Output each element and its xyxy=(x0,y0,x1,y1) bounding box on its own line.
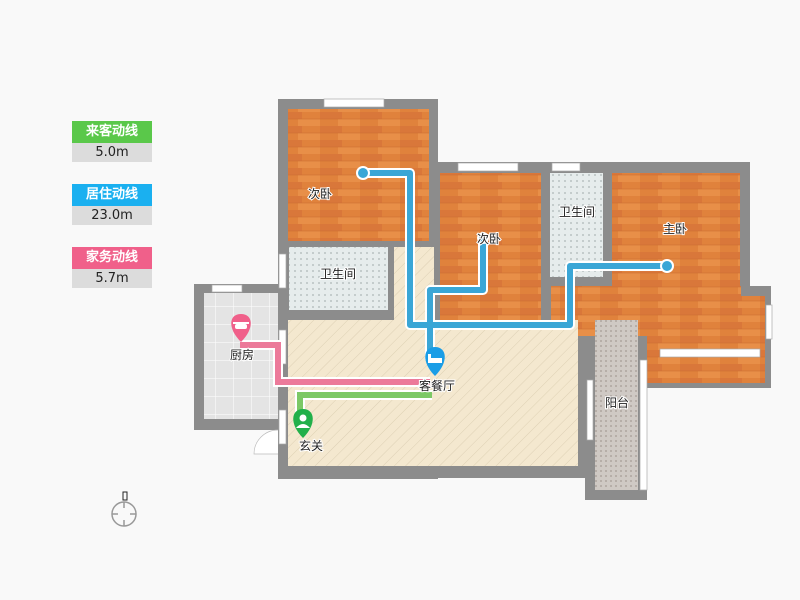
legend-label: 居住动线 xyxy=(72,184,152,206)
bed-icon xyxy=(425,347,445,376)
route-housework xyxy=(240,340,430,387)
compass-icon xyxy=(111,491,137,527)
pot-icon xyxy=(231,314,251,342)
room-bedroom-mid xyxy=(440,173,541,340)
legend-value: 5.0m xyxy=(72,143,152,162)
legend-living-route: 居住动线 23.0m xyxy=(72,184,152,225)
room-master-ext xyxy=(647,296,765,383)
legend-value: 5.7m xyxy=(72,269,152,288)
room-master xyxy=(612,173,740,293)
label-living: 客餐厅 xyxy=(419,378,455,393)
label-kitchen: 厨房 xyxy=(230,347,254,362)
room-bathroom-n xyxy=(550,173,603,277)
label-balcony: 阳台 xyxy=(605,395,629,410)
label-master: 主卧 xyxy=(663,222,687,236)
route-living xyxy=(356,166,674,360)
label-entry: 玄关 xyxy=(299,438,323,453)
legend-label: 家务动线 xyxy=(72,247,152,269)
legend-value: 23.0m xyxy=(72,206,152,225)
room-balcony xyxy=(595,320,638,490)
legend-housework-route: 家务动线 5.7m xyxy=(72,247,152,288)
legend-label: 来客动线 xyxy=(72,121,152,143)
room-bathroom-w xyxy=(289,247,388,310)
label-bedroom-nw: 次卧 xyxy=(308,187,332,201)
label-bedroom-mid: 次卧 xyxy=(477,232,501,246)
label-bathroom-w: 卫生间 xyxy=(320,267,356,281)
label-bathroom-n: 卫生间 xyxy=(559,205,595,219)
entry-door[interactable] xyxy=(253,429,279,455)
person-icon xyxy=(293,409,313,438)
legend-guest-route: 来客动线 5.0m xyxy=(72,121,152,162)
